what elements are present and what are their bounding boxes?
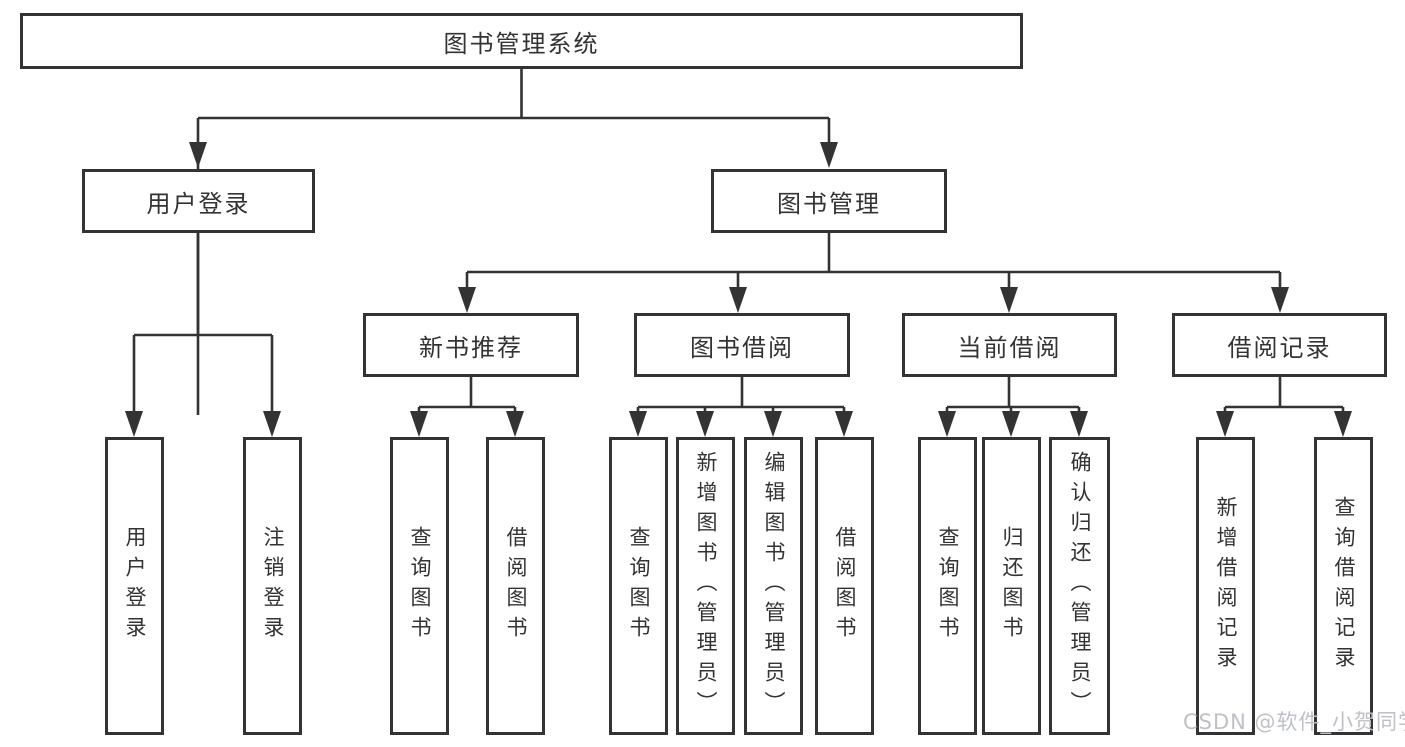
node-book-borrow: 图书借阅 xyxy=(634,313,850,377)
connector-line xyxy=(196,67,831,415)
connector-line xyxy=(132,233,274,415)
arrowhead-icon xyxy=(458,287,476,313)
leaf-query-books-recommend: 查询图书 xyxy=(390,437,449,735)
arrowhead-icon xyxy=(729,287,747,313)
leaf-query-books-borrow: 查询图书 xyxy=(609,437,668,735)
node-root: 图书管理系统 xyxy=(20,13,1023,69)
leaf-logout: 注销登录 xyxy=(243,437,302,735)
leaf-add-book-admin: 新增图书（管理员） xyxy=(676,437,735,735)
arrowhead-icon xyxy=(696,411,714,437)
connector-book-management-to-level3 xyxy=(458,233,1289,313)
leaf-user-login: 用户登录 xyxy=(105,437,164,735)
arrowhead-icon xyxy=(1000,287,1018,313)
arrowhead-icon xyxy=(506,411,524,437)
connector-line xyxy=(465,233,1282,292)
node-current-borrow: 当前借阅 xyxy=(902,313,1117,377)
arrowhead-icon xyxy=(125,411,143,437)
connector-book-borrow-to-leaves xyxy=(629,377,853,437)
leaf-query-books-current: 查询图书 xyxy=(918,437,977,735)
leaf-borrow-books: 借阅图书 xyxy=(815,437,874,735)
watermark: CSDN @软件_小贺同学 xyxy=(1183,710,1405,734)
leaf-edit-book-admin: 编辑图书（管理员） xyxy=(744,437,803,735)
connector-line xyxy=(1223,377,1345,415)
node-borrow-records: 借阅记录 xyxy=(1172,313,1387,377)
leaf-confirm-return-admin: 确认归还（管理员） xyxy=(1049,437,1110,735)
arrowhead-icon xyxy=(938,411,956,437)
node-user-login: 用户登录 xyxy=(82,169,315,233)
connector-current-borrow-to-leaves xyxy=(938,377,1088,437)
arrowhead-icon xyxy=(764,411,782,437)
arrowhead-icon xyxy=(1216,411,1234,437)
connector-user-login-to-leaves xyxy=(125,233,281,437)
leaf-borrow-books-recommend: 借阅图书 xyxy=(486,437,545,735)
arrowhead-icon xyxy=(820,142,838,168)
leaf-add-borrow-record: 新增借阅记录 xyxy=(1196,437,1255,735)
arrowhead-icon xyxy=(263,411,281,437)
node-new-book-recommend: 新书推荐 xyxy=(363,313,579,377)
connector-line xyxy=(417,377,517,415)
arrowhead-icon xyxy=(410,411,428,437)
connector-borrow-records-to-leaves xyxy=(1216,377,1352,437)
arrowhead-icon xyxy=(1271,287,1289,313)
connector-line xyxy=(945,377,1081,415)
connector-root-to-level2 xyxy=(189,67,838,415)
leaf-return-book: 归还图书 xyxy=(982,437,1041,735)
connector-line xyxy=(636,377,846,415)
arrowhead-icon xyxy=(1002,411,1020,437)
leaf-query-borrow-record: 查询借阅记录 xyxy=(1314,437,1373,735)
arrowhead-icon xyxy=(629,411,647,437)
arrowhead-icon xyxy=(189,142,207,168)
connector-new-book-recommend-to-leaves xyxy=(410,377,524,437)
node-book-management: 图书管理 xyxy=(711,169,947,233)
arrowhead-icon xyxy=(1334,411,1352,437)
arrowhead-icon xyxy=(1070,411,1088,437)
arrowhead-icon xyxy=(835,411,853,437)
